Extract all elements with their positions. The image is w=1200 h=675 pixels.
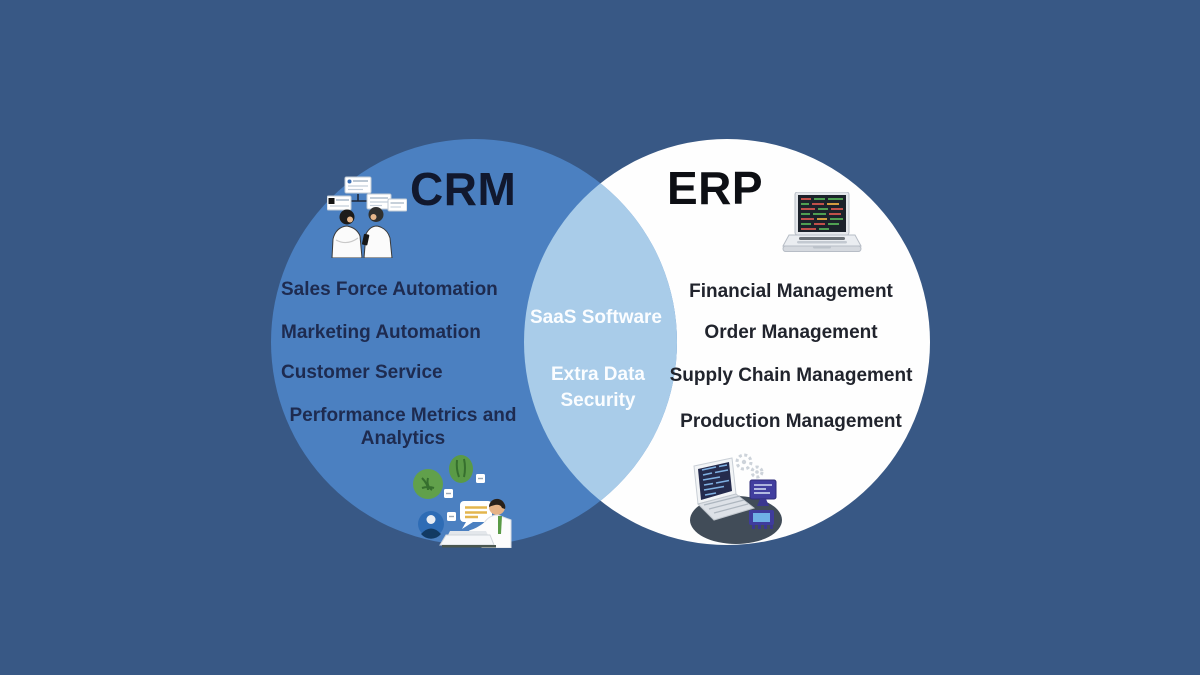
customer-support-illustration	[413, 455, 512, 548]
crm-list-item: Performance Metrics and Analytics	[289, 405, 517, 449]
crm-list-item: Marketing Automation	[281, 322, 481, 343]
isometric-computer-illustration	[690, 453, 782, 544]
overlap-list-item: Extra Data Security	[551, 364, 645, 411]
crm-title: CRM	[410, 163, 517, 215]
crm-list-item: Customer Service	[281, 362, 443, 383]
crm-people-documents-icon	[327, 176, 407, 258]
overlap-list-item: SaaS Software	[530, 307, 662, 328]
erp-list-item: Financial Management	[689, 281, 893, 302]
erp-list-item: Production Management	[680, 411, 902, 432]
erp-title: ERP	[667, 162, 764, 214]
erp-list-item: Order Management	[704, 322, 878, 343]
crm-list-item: Sales Force Automation	[281, 279, 498, 300]
laptop-code-icon	[782, 192, 862, 252]
erp-list-item: Supply Chain Management	[669, 365, 913, 386]
